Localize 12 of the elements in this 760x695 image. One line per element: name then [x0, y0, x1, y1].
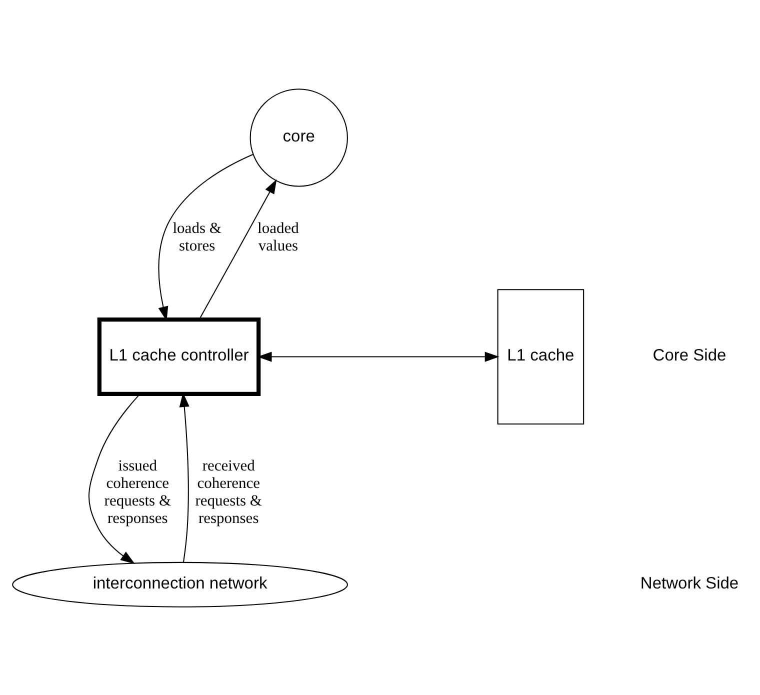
node-ellipse: interconnection network	[12, 561, 348, 607]
label: Core Side	[652, 345, 726, 364]
node-box: L1 cache controller	[97, 317, 261, 396]
edge-label: issued coherence requests & responses	[104, 456, 172, 527]
arrow	[88, 394, 140, 564]
node-box: L1 cache	[497, 288, 584, 424]
edge-label: loads & stores	[172, 219, 222, 254]
edge-label: received coherence requests & responses	[195, 456, 262, 527]
label: Network Side	[640, 573, 739, 592]
node-circle: core	[250, 88, 348, 186]
arrow	[199, 178, 277, 319]
edge-label: loaded values	[258, 219, 299, 254]
